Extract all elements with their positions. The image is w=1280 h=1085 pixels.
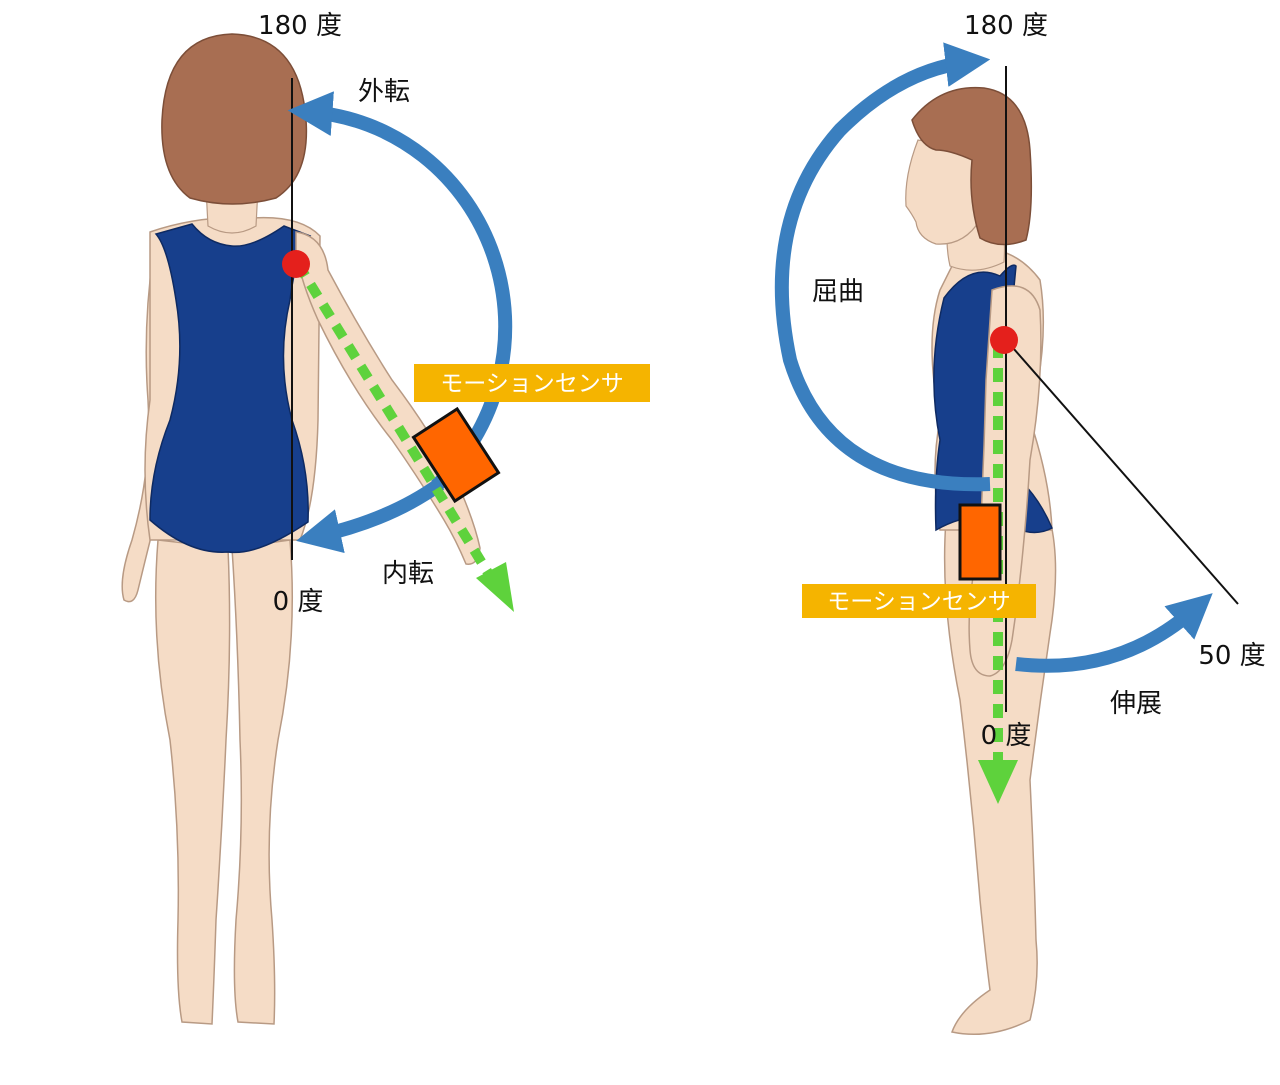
flexion-label: 屈曲	[812, 277, 864, 307]
abduction-arrow	[287, 91, 513, 492]
side-shoulder-joint-marker	[990, 326, 1018, 354]
side-view-figure: モーションセンサ 180 度 屈曲 伸展 50 度 0 度	[774, 11, 1266, 1036]
side-angle-bottom-label: 0 度	[981, 721, 1032, 751]
side-sensor-label-bg	[802, 584, 1036, 618]
flexion-arrow	[774, 42, 991, 492]
shoulder-joint-marker	[282, 250, 310, 278]
angle-50-label: 50 度	[1198, 641, 1265, 671]
hair-side	[911, 86, 1033, 246]
sensor-label: モーションセンサ	[440, 371, 624, 397]
sensor-label-bg	[414, 364, 650, 402]
arm-axis-dashed	[293, 261, 495, 579]
extension-50-line	[1005, 339, 1239, 605]
side-angle-top-label: 180 度	[964, 11, 1048, 41]
side-motion-sensor-box	[958, 503, 1002, 581]
back-view-figure: モーションセンサ 180 度 外転 内転 0 度	[121, 11, 650, 1025]
angle-top-label: 180 度	[258, 11, 342, 41]
extension-arrow	[1015, 593, 1213, 673]
side-face	[905, 139, 981, 245]
side-arm-axis-arrowhead	[978, 760, 1018, 804]
left-leg	[154, 539, 231, 1025]
adduction-arrow	[296, 478, 445, 554]
adduction-label: 内転	[382, 559, 434, 589]
motion-sensor-box	[411, 406, 501, 504]
right-leg	[231, 539, 294, 1025]
angle-bottom-label: 0 度	[273, 587, 324, 617]
arm-axis-arrowhead	[476, 562, 514, 612]
abduction-label: 外転	[358, 77, 410, 107]
extension-label: 伸展	[1110, 689, 1162, 719]
hair-back	[161, 33, 308, 205]
side-sensor-label: モーションセンサ	[827, 589, 1011, 615]
